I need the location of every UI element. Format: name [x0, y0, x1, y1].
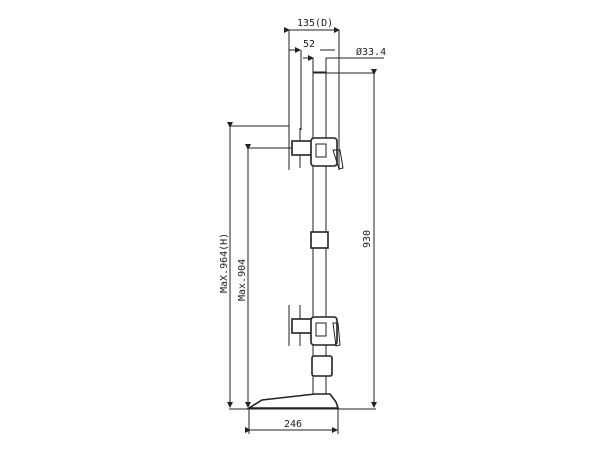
upper-monitor-mount — [288, 125, 344, 170]
pole-collar — [310, 231, 329, 249]
lower-monitor-mount — [288, 305, 341, 347]
max-height-label: MaX.964(H) — [219, 233, 230, 293]
height-lock-knob — [311, 355, 333, 377]
base — [246, 393, 340, 409]
dimension-lines — [227, 27, 384, 434]
base-width-label: 246 — [284, 419, 302, 430]
max-mount-height-label: Max.904 — [237, 259, 248, 301]
mount-offset-label: 52 — [303, 39, 315, 50]
pole-diameter-label: Ø33.4 — [356, 46, 386, 58]
depth-label: 135(D) — [297, 18, 333, 29]
pole-height-label: 930 — [362, 230, 373, 248]
